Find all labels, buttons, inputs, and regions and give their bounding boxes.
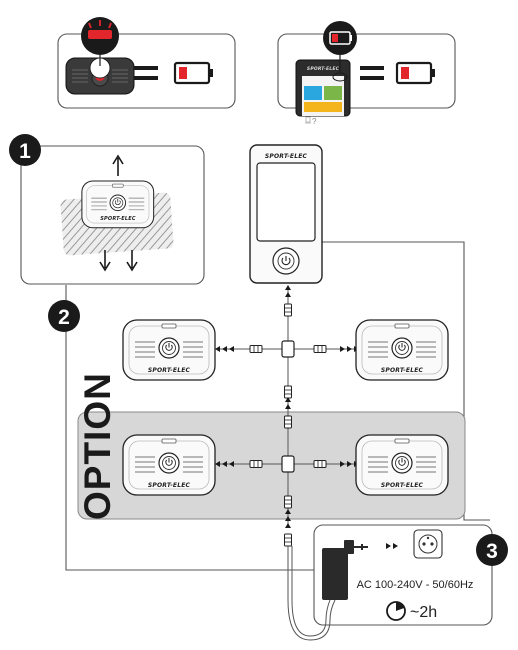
arrow-icon bbox=[215, 346, 359, 352]
help-mark: ? bbox=[305, 116, 317, 126]
step-number-3: 3 bbox=[486, 540, 498, 563]
charger-cable bbox=[287, 546, 336, 641]
arrow-icon bbox=[215, 461, 359, 467]
pod-brand-label: SPORT-ELEC bbox=[381, 367, 424, 374]
arrow-icon bbox=[386, 543, 398, 549]
upward-arrows bbox=[285, 285, 291, 528]
warning-led-icon bbox=[81, 17, 119, 66]
pod-brand-label: SPORT-ELEC bbox=[148, 367, 191, 374]
cable-jack bbox=[284, 303, 292, 317]
help-mark-text: ? bbox=[312, 117, 317, 126]
power-icon bbox=[281, 257, 291, 266]
pod-brand-label: SPORT-ELEC bbox=[100, 216, 136, 222]
battery-status-panel-pod bbox=[57, 17, 236, 109]
cable-jack bbox=[249, 460, 263, 468]
option-label: OPTION bbox=[77, 372, 118, 520]
cable-jack bbox=[284, 533, 292, 547]
cable-jack bbox=[284, 415, 292, 429]
remote-brand-label: SPORT-ELEC bbox=[265, 153, 308, 160]
cable-jack bbox=[284, 385, 292, 399]
cable-jack bbox=[313, 345, 327, 353]
arrow-icon bbox=[99, 250, 111, 272]
pod-low-battery-illustration bbox=[65, 57, 135, 95]
outlet-icon bbox=[413, 529, 443, 559]
step-1-panel bbox=[20, 145, 205, 285]
charger-voltage-label: AC 100-240V - 50/60Hz bbox=[357, 579, 474, 591]
step-number-1: 1 bbox=[19, 140, 31, 163]
step-badge-1: 1 bbox=[9, 134, 41, 166]
cable-splitter bbox=[281, 340, 295, 358]
charging-circuit-line bbox=[65, 241, 490, 571]
battery-status-panel-remote: SPORT-ELEC bbox=[277, 21, 456, 117]
low-battery-icon bbox=[173, 61, 215, 85]
remote-screen-brand: SPORT-ELEC bbox=[307, 66, 340, 72]
step-badge-3: 3 bbox=[476, 534, 508, 566]
cable-jack bbox=[249, 345, 263, 353]
arrow-icon bbox=[126, 250, 138, 272]
low-battery-indicator-callout bbox=[323, 21, 357, 82]
pod-brand-label: SPORT-ELEC bbox=[148, 482, 191, 489]
step-number-2: 2 bbox=[58, 306, 70, 329]
step-badge-2: 2 bbox=[48, 300, 80, 332]
remote-control: SPORT-ELEC bbox=[249, 144, 323, 284]
low-battery-icon bbox=[395, 61, 437, 85]
step-3-charger-panel: AC 100-240V - 50/60Hz ~2h bbox=[313, 524, 493, 626]
cable-splitter bbox=[281, 455, 295, 473]
charge-duration-label: ~2h bbox=[410, 604, 437, 621]
pod-brand-label: SPORT-ELEC bbox=[381, 482, 424, 489]
cable-jack bbox=[313, 460, 327, 468]
cable-jack bbox=[284, 495, 292, 509]
arrow-icon bbox=[112, 154, 124, 176]
timer-icon bbox=[386, 601, 406, 621]
ac-adapter bbox=[322, 540, 368, 600]
remote-low-battery-illustration: SPORT-ELEC bbox=[295, 59, 351, 117]
